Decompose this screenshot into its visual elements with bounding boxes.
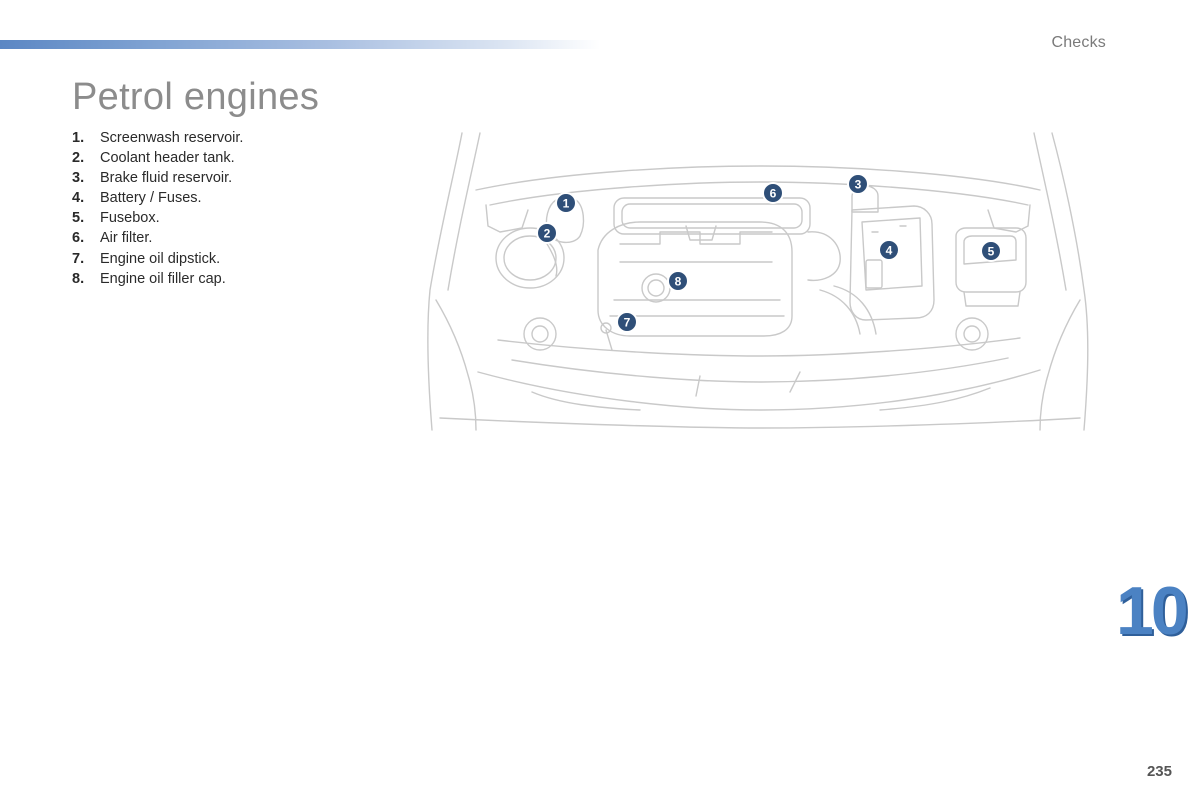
callout-2-label: 2 [544, 227, 551, 241]
callout-2: 2 [536, 222, 558, 244]
callout-4: 4 [878, 239, 900, 261]
callout-1: 1 [555, 192, 577, 214]
legend-item-label: Brake fluid reservoir. [100, 170, 233, 187]
diagram-callouts: 1 2 3 4 5 6 7 8 [536, 173, 1002, 333]
legend-item-label: Air filter. [100, 230, 153, 247]
callout-8: 8 [667, 270, 689, 292]
legend-item: 6. Air filter. [72, 228, 243, 248]
legend-item: 1. Screenwash reservoir. [72, 128, 243, 148]
callout-3: 3 [847, 173, 869, 195]
legend-item: 2. Coolant header tank. [72, 148, 243, 168]
legend-item-label: Coolant header tank. [100, 150, 235, 167]
legend-item-label: Engine oil dipstick. [100, 250, 221, 267]
legend-item-number: 1. [72, 130, 85, 146]
callout-8-label: 8 [675, 275, 682, 289]
section-title: Checks [1051, 34, 1106, 51]
page-title: Petrol engines [72, 76, 320, 118]
callout-3-label: 3 [855, 178, 862, 192]
legend-item-number: 4. [72, 190, 85, 207]
legend-item-label: Engine oil filler cap. [100, 270, 226, 287]
callout-5: 5 [980, 240, 1002, 262]
legend-item: 8. Engine oil filler cap. [72, 269, 243, 289]
legend-item: 5. Fusebox. [72, 208, 243, 228]
callout-5-label: 5 [988, 245, 995, 259]
legend-item: 4. Battery / Fuses. [72, 188, 243, 208]
legend-item-number: 8. [72, 270, 85, 287]
page-number: 235 [1146, 763, 1172, 780]
legend-item-label: Screenwash reservoir. [100, 130, 244, 146]
legend-item-number: 7. [72, 250, 85, 267]
callout-4-label: 4 [886, 244, 893, 258]
legend-item: 3. Brake fluid reservoir. [72, 168, 243, 188]
callout-7: 7 [616, 311, 638, 333]
chapter-number: 10 [1116, 573, 1189, 649]
legend-item-number: 3. [72, 170, 85, 187]
component-legend: 1. Screenwash reservoir. 2. Coolant header… [72, 128, 243, 289]
header-accent-bar [0, 40, 600, 49]
legend-item-number: 6. [72, 230, 85, 247]
callout-7-label: 7 [624, 316, 631, 330]
legend-item-label: Fusebox. [100, 210, 160, 227]
engine-bay-diagram: 1 2 3 4 5 6 7 8 [427, 132, 1089, 431]
legend-item-number: 5. [72, 210, 85, 227]
legend-item-label: Battery / Fuses. [100, 190, 202, 207]
callout-6-label: 6 [770, 187, 777, 201]
callout-6: 6 [762, 182, 784, 204]
legend-item: 7. Engine oil dipstick. [72, 249, 243, 269]
callout-1-label: 1 [563, 197, 570, 211]
legend-item-number: 2. [72, 150, 85, 167]
